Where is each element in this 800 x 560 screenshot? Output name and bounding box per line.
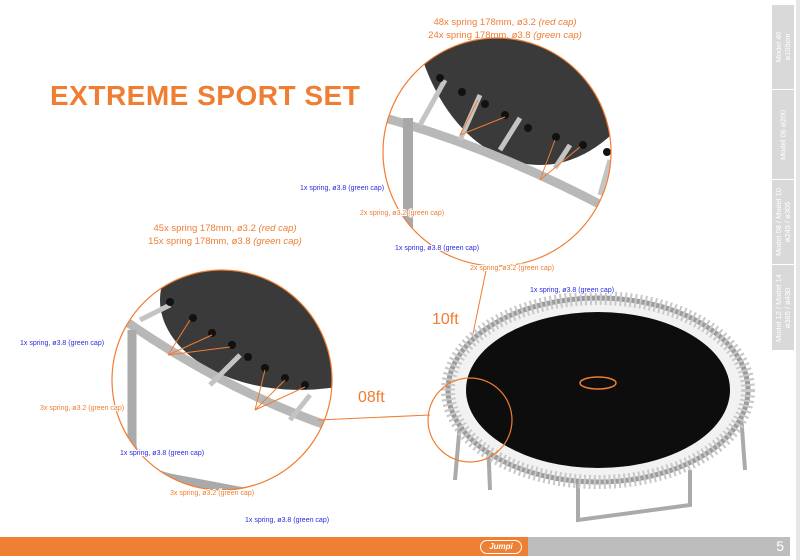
- cap-label: (green cap): [253, 236, 302, 247]
- tab-model-06[interactable]: Model 06 ø200: [772, 90, 794, 180]
- page-edge: [796, 0, 800, 560]
- spring-label: 2x spring, ø3.2 (green cap): [470, 265, 554, 272]
- trampoline-image: [441, 291, 755, 523]
- cap-label: (green cap): [533, 30, 582, 41]
- tab-label: Model 08 / Model 10: [774, 188, 783, 256]
- size-label-08ft: 08ft: [358, 389, 385, 406]
- tab-label: Model 40: [774, 31, 783, 63]
- tab-label: Model 12 / Model 14: [774, 273, 783, 342]
- connector-08ft: [317, 414, 431, 421]
- left-detail-circle: [111, 269, 333, 491]
- page-title: EXTREME SPORT SET: [50, 80, 361, 111]
- footer-bar-orange: Jumpi: [0, 537, 528, 556]
- spring-label: 1x spring, ø3.8 (green cap): [245, 517, 329, 524]
- spring-label: 1x spring, ø3.8 (green cap): [530, 287, 614, 294]
- page-number: 5: [776, 538, 784, 554]
- tab-label: ø365 / ø430: [783, 287, 792, 328]
- spring-label: 1x spring, ø3.8 (green cap): [300, 185, 384, 192]
- summary-line: 24x spring 178mm, ø3.8: [428, 30, 534, 41]
- top-detail-circle: [382, 37, 612, 267]
- tab-label: ø245 / ø305: [783, 201, 792, 243]
- size-label-10ft: 10ft: [432, 311, 459, 328]
- summary-line: 45x spring 178mm, ø3.2: [153, 223, 259, 234]
- left-detail-spring-summary: 45x spring 178mm, ø3.2 (red cap) 15x spr…: [125, 222, 325, 248]
- summary-line: 48x spring 178mm, ø3.2: [433, 17, 539, 28]
- spring-label: 1x spring, ø3.8 (green cap): [20, 340, 104, 347]
- footer-bar-grey: 5: [528, 537, 790, 556]
- tab-label: ø105cm: [783, 33, 792, 61]
- spring-label: 1x spring, ø3.8 (green cap): [395, 245, 479, 252]
- cap-label: (red cap): [538, 17, 577, 28]
- tab-label: Model 06 ø200: [778, 109, 788, 160]
- spring-label: 3x spring, ø3.2 (green cap): [170, 490, 254, 497]
- spring-label: 3x spring, ø3.2 (green cap): [40, 405, 124, 412]
- 08ft-highlight-circle: [427, 377, 513, 463]
- brand-logo: Jumpi: [480, 540, 522, 554]
- cap-label: (red cap): [258, 223, 297, 234]
- summary-line: 15x spring 178mm, ø3.8: [148, 236, 254, 247]
- top-detail-spring-summary: 48x spring 178mm, ø3.2 (red cap) 24x spr…: [405, 16, 605, 42]
- spring-label: 1x spring, ø3.8 (green cap): [120, 450, 204, 457]
- spring-label: 2x spring, ø3.2 (green cap): [360, 210, 444, 217]
